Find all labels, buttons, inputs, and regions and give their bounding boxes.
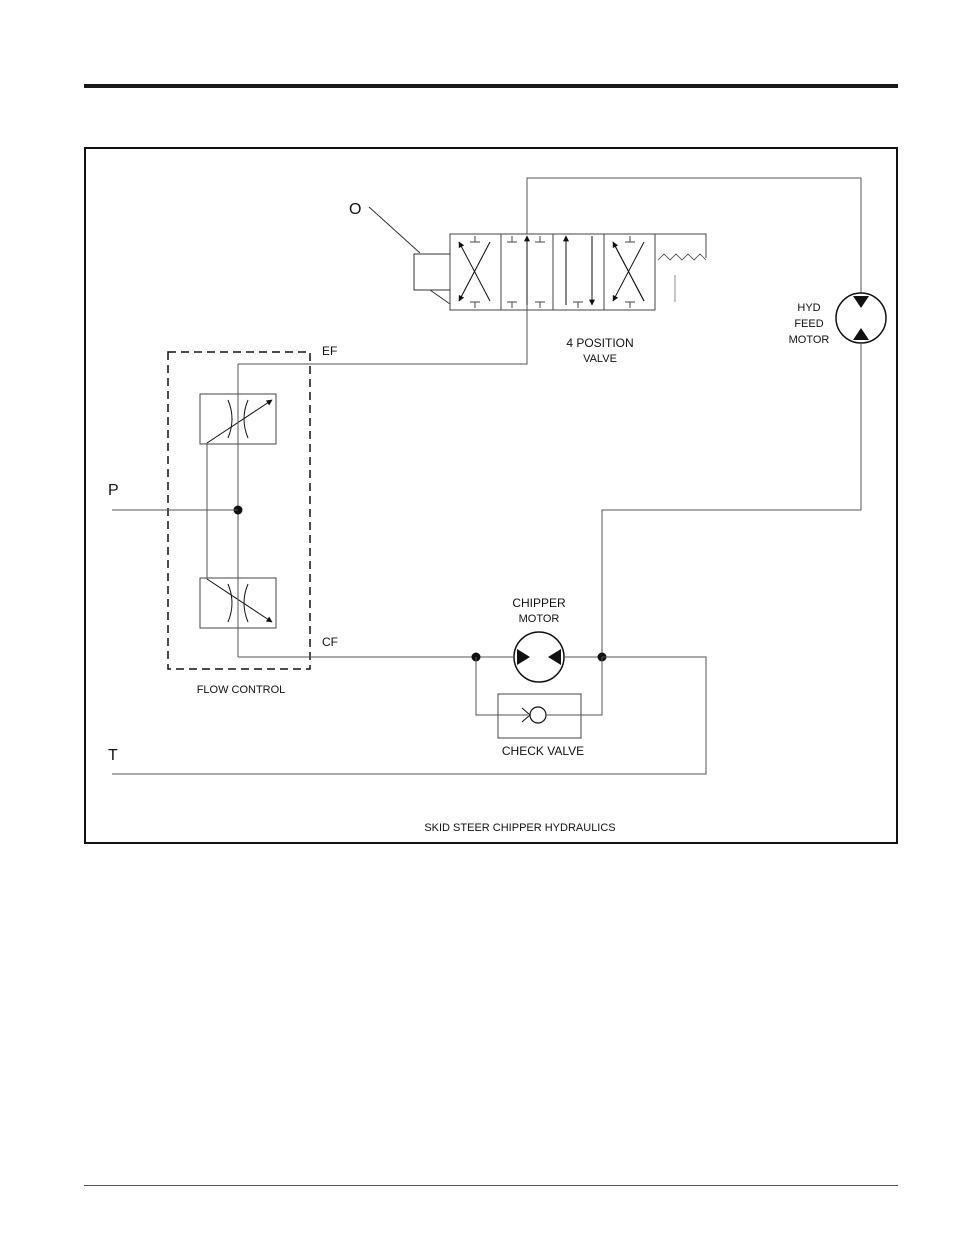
feed-motor-label-line2: FEED (794, 318, 823, 330)
feed-motor-label-line1: HYD (797, 302, 820, 314)
feed-motor-label-line3: MOTOR (789, 334, 830, 346)
tank-return-line (112, 657, 706, 774)
flow-control-label: FLOW CONTROL (197, 684, 286, 696)
chipper-label-line2: MOTOR (519, 613, 560, 625)
valve-lever (369, 207, 420, 253)
diagram-title: SKID STEER CHIPPER HYDRAULICS (424, 822, 615, 834)
check-valve (476, 657, 602, 738)
label-o: O (349, 201, 361, 218)
four-position-valve (369, 207, 706, 310)
label-p: P (108, 482, 119, 499)
valve-label-line1: 4 POSITION (566, 336, 633, 350)
valve-label-line2: VALVE (583, 353, 617, 365)
label-t: T (108, 747, 118, 764)
chipper-label-line1: CHIPPER (512, 596, 566, 610)
valve-to-feed-motor-line (527, 178, 861, 293)
ef-line (238, 240, 527, 364)
check-valve-label: CHECK VALVE (502, 744, 584, 758)
hyd-feed-motor (836, 293, 886, 343)
chipper-motor (472, 632, 607, 682)
label-cf: CF (322, 635, 338, 649)
label-ef: EF (322, 344, 337, 358)
feed-motor-return-line (602, 343, 861, 657)
